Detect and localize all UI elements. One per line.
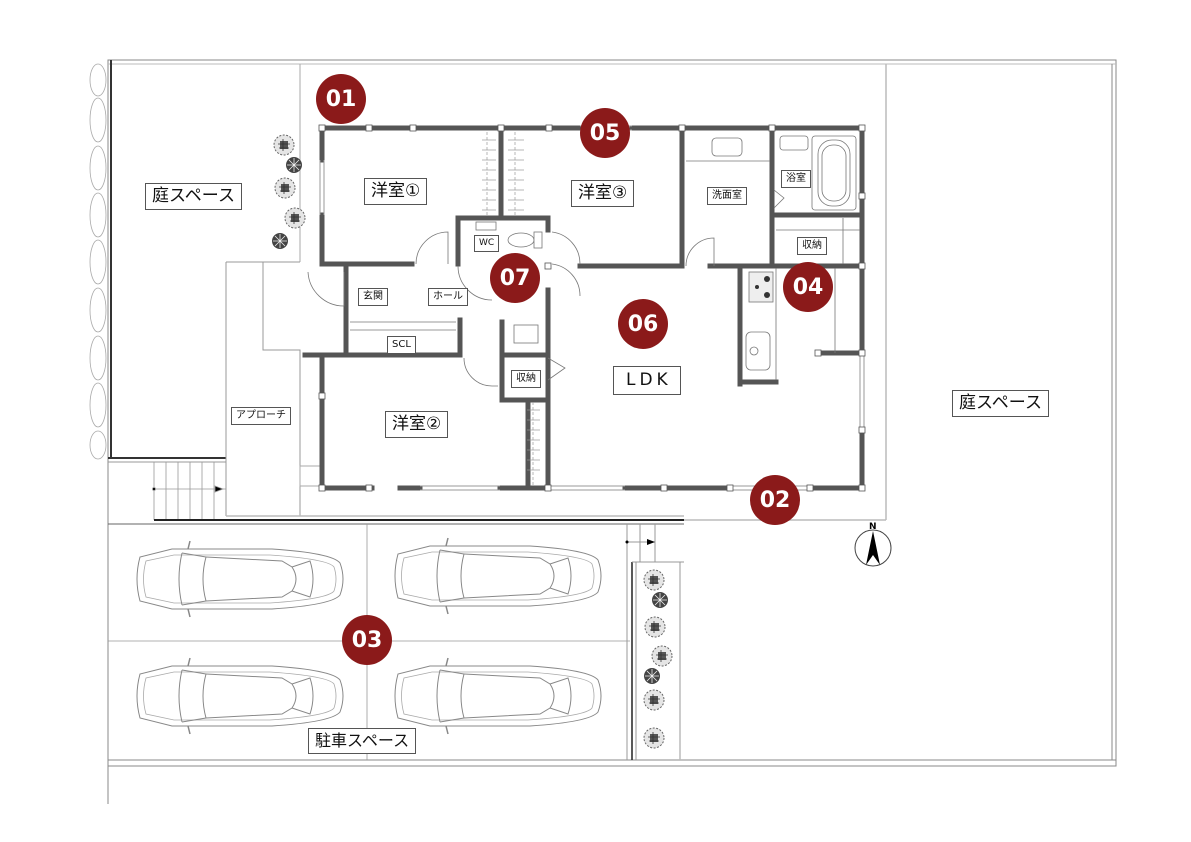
entry-steps (152, 462, 226, 520)
closet-hatching (482, 132, 540, 485)
number-badge-01[interactable]: 01 (316, 74, 366, 124)
wc-label: WC (474, 235, 500, 252)
car-icon (136, 540, 344, 618)
stone-wall (89, 63, 107, 460)
number-badge-02[interactable]: 02 (750, 475, 800, 525)
parking-label: 駐車スペース (308, 728, 417, 754)
number-badge-07[interactable]: 07 (490, 253, 540, 303)
door-swings (307, 189, 785, 387)
site-boundary (107, 59, 1117, 804)
column-markers (318, 124, 866, 492)
house-walls (302, 125, 865, 491)
scl-label: SCL (387, 336, 416, 354)
planter-trees (643, 569, 673, 749)
number-badge-05[interactable]: 05 (580, 108, 630, 158)
garden-right-label: 庭スペース (952, 390, 1049, 417)
number-badge-04[interactable]: 04 (783, 262, 833, 312)
bathroom-label: 浴室 (781, 170, 811, 188)
fixtures (350, 135, 860, 380)
entrance-label: 玄関 (358, 288, 388, 306)
car-icon (394, 657, 602, 735)
ldk-label: LDK (613, 366, 681, 395)
hall-label: ホール (428, 288, 468, 306)
storage-hall-label: 収納 (511, 370, 541, 388)
number-badge-03[interactable]: 03 (342, 615, 392, 665)
car-icon (394, 537, 602, 615)
car-icon (136, 657, 344, 735)
garden-left-label: 庭スペース (145, 183, 242, 210)
western-room-1-label: 洋室① (364, 178, 428, 205)
washroom-label: 洗面室 (707, 187, 747, 205)
north-arrow-icon (854, 529, 892, 567)
approach-label: アプローチ (231, 407, 291, 425)
approach-area (225, 261, 684, 517)
western-room-2-label: 洋室② (385, 411, 449, 438)
planter-strip (625, 524, 684, 760)
western-room-3-label: 洋室③ (571, 180, 635, 207)
north-label: N (869, 522, 877, 532)
stove-burners (755, 276, 770, 298)
number-badge-06[interactable]: 06 (618, 299, 668, 349)
storage-bath-label: 収納 (797, 237, 827, 255)
